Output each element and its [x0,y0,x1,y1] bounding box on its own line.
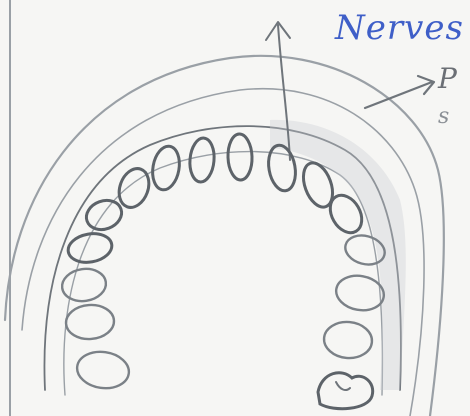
tooth [227,134,253,181]
nerves-label: Nerves [335,8,464,48]
tooth [82,196,125,235]
tooth [188,137,216,183]
inner-arch-outline-2 [64,152,383,395]
tooth [149,144,182,192]
tooth [60,266,108,304]
tooth [65,303,115,340]
right-label-top: P [438,62,458,95]
label-arrow [365,82,432,108]
tooth [75,349,132,392]
tooth-groove [336,382,350,390]
right-label-bottom: s [438,104,450,129]
tooth [323,320,374,360]
